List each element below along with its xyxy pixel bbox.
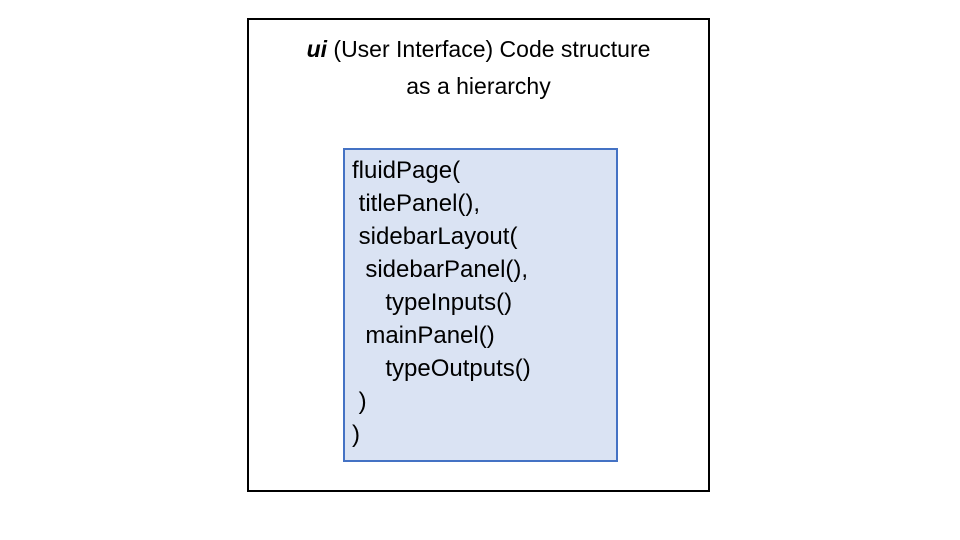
code-line-fluidpage-open: fluidPage(	[352, 157, 461, 184]
diagram-frame: ui (User Interface) Code structure as a …	[247, 18, 710, 492]
code-line-mainpanel: mainPanel()	[352, 322, 495, 349]
title-line-1: ui (User Interface) Code structure	[249, 31, 708, 68]
code-line-sidebarpanel: sidebarPanel(),	[352, 256, 529, 283]
title-line-2: as a hierarchy	[406, 73, 551, 99]
code-line-typeoutputs: typeOutputs()	[352, 355, 531, 382]
title-line-1-rest: (User Interface) Code structure	[327, 36, 651, 62]
code-structure-box: fluidPage( titlePanel(), sidebarLayout( …	[343, 148, 618, 462]
diagram-title: ui (User Interface) Code structure as a …	[249, 20, 708, 105]
title-ui-term: ui	[306, 36, 328, 62]
code-line-titlepanel: titlePanel(),	[352, 190, 481, 217]
code-line-sidebarlayout-open: sidebarLayout(	[352, 223, 518, 250]
code-line-typeinputs: typeInputs()	[352, 289, 513, 316]
code-line-fluidpage-close: )	[352, 421, 360, 448]
code-line-sidebarlayout-close: )	[352, 388, 367, 415]
